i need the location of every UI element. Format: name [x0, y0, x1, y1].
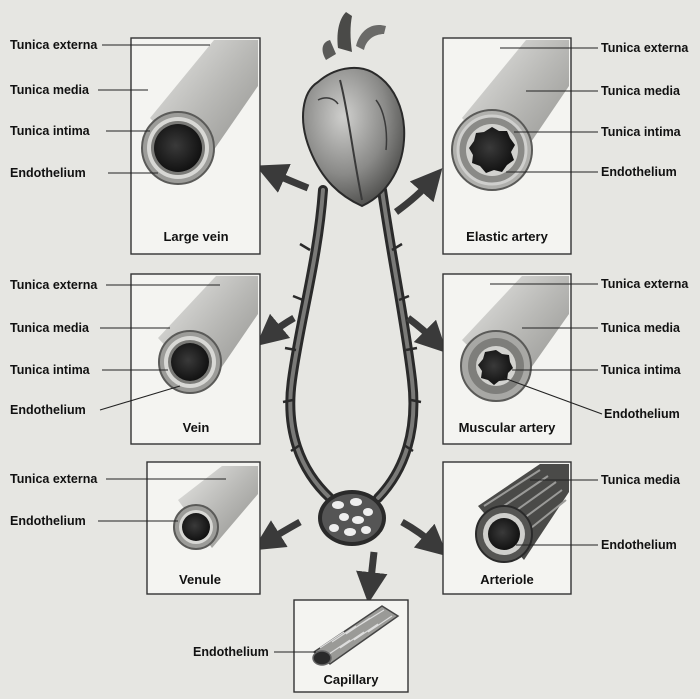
panel-elastic-artery: Elastic artery: [443, 38, 571, 254]
venule-endothelium-label: Endothelium: [10, 514, 86, 528]
elastic-artery-tunica-intima-label: Tunica intima: [601, 125, 682, 139]
venule-caption: Venule: [179, 572, 221, 587]
muscular-artery-endothelium-label: Endothelium: [604, 407, 680, 421]
large-vein-tunica-media-label: Tunica media: [10, 83, 90, 97]
panel-arteriole: Arteriole: [443, 462, 571, 594]
arteriole-endothelium-label: Endothelium: [601, 538, 677, 552]
capillary-endothelium-label: Endothelium: [193, 645, 269, 659]
vein-tunica-externa-label: Tunica externa: [10, 278, 98, 292]
large-vein-tunica-externa-label: Tunica externa: [10, 38, 98, 52]
elastic-artery-caption: Elastic artery: [466, 229, 548, 244]
large-vein-caption: Large vein: [163, 229, 228, 244]
elastic-artery-tunica-externa-label: Tunica externa: [601, 41, 689, 55]
elastic-artery-endothelium-label: Endothelium: [601, 165, 677, 179]
muscular-artery-tunica-intima-label: Tunica intima: [601, 363, 682, 377]
panel-large-vein: Large vein: [131, 38, 260, 254]
muscular-artery-tunica-externa-label: Tunica externa: [601, 277, 689, 291]
muscular-artery-caption: Muscular artery: [459, 420, 557, 435]
vein-tunica-intima-label: Tunica intima: [10, 363, 91, 377]
large-vein-tunica-intima-label: Tunica intima: [10, 124, 91, 138]
panel-vein: Vein: [131, 274, 260, 444]
heart-icon: [303, 12, 404, 206]
panel-capillary: Capillary: [294, 600, 408, 692]
muscular-artery-tunica-media-label: Tunica media: [601, 321, 681, 335]
vein-endothelium-label: Endothelium: [10, 403, 86, 417]
circulation-loop: [283, 190, 421, 498]
capillary-bed: [318, 490, 386, 546]
venule-tunica-externa-label: Tunica externa: [10, 472, 98, 486]
arteriole-tunica-media-label: Tunica media: [601, 473, 681, 487]
arteriole-caption: Arteriole: [480, 572, 533, 587]
vein-tunica-media-label: Tunica media: [10, 321, 90, 335]
elastic-artery-tunica-media-label: Tunica media: [601, 84, 681, 98]
panel-muscular-artery: Muscular artery: [443, 274, 571, 444]
vein-caption: Vein: [183, 420, 210, 435]
large-vein-endothelium-label: Endothelium: [10, 166, 86, 180]
panel-venule: Venule: [147, 462, 260, 594]
capillary-caption: Capillary: [324, 672, 380, 687]
